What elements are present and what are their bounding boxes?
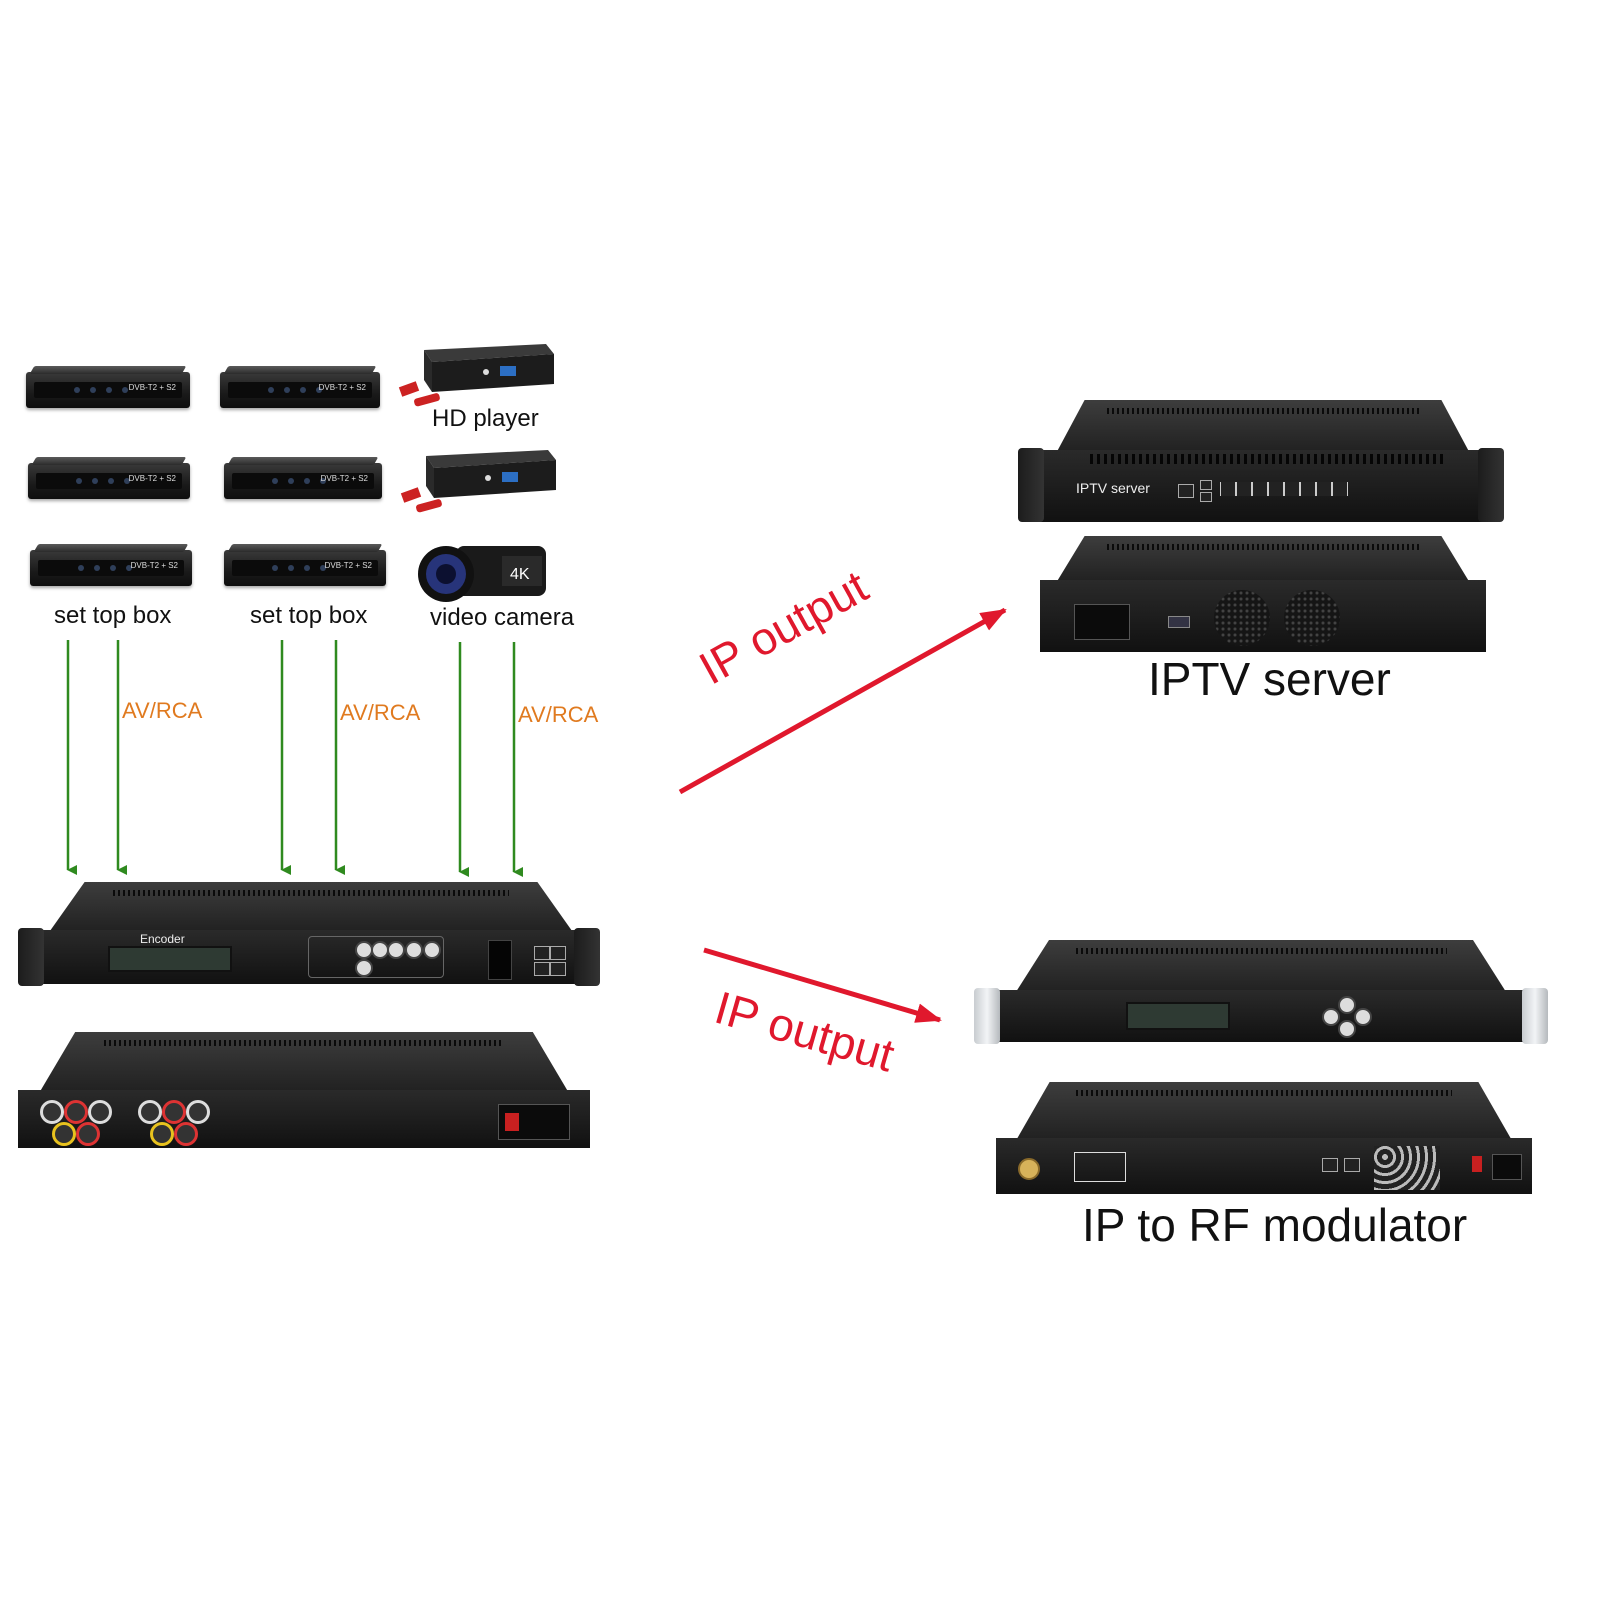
modulator-lcd bbox=[1126, 1002, 1230, 1030]
rca-connector bbox=[52, 1122, 76, 1146]
ethernet-port bbox=[534, 962, 550, 976]
set-top-box: DVB-T2 + S2 bbox=[224, 544, 386, 586]
nav-button[interactable] bbox=[1338, 1020, 1356, 1038]
encoder-usb-port bbox=[488, 940, 512, 980]
rack-ear-right bbox=[1478, 448, 1504, 522]
stb-brand-label: DVB-T2 + S2 bbox=[130, 561, 178, 570]
rca-connector bbox=[76, 1122, 100, 1146]
nav-button[interactable] bbox=[1354, 1008, 1372, 1026]
av-label-1: AV/RCA bbox=[122, 698, 203, 723]
nav-button[interactable] bbox=[1338, 996, 1356, 1014]
modulator-nav-pad bbox=[1316, 996, 1376, 1038]
rack-ear-left bbox=[1018, 448, 1044, 522]
av-label-2: AV/RCA bbox=[340, 700, 421, 725]
rca-connector bbox=[162, 1100, 186, 1124]
ethernet-port bbox=[1322, 1158, 1338, 1172]
rack-ear-left bbox=[974, 988, 1000, 1044]
cooling-fan-icon bbox=[1284, 590, 1340, 646]
ip-arrow-to-iptv bbox=[678, 607, 1007, 795]
nav-button[interactable] bbox=[1322, 1008, 1340, 1026]
rack-ear-right bbox=[574, 928, 600, 986]
rf-out-connector bbox=[1018, 1158, 1040, 1180]
set-top-box: DVB-T2 + S2 bbox=[28, 457, 190, 499]
encoder-power-socket bbox=[498, 1104, 570, 1140]
label-set-top-box-2: set top box bbox=[250, 602, 368, 629]
modulator-power-switch[interactable] bbox=[1472, 1156, 1482, 1172]
set-top-box: DVB-T2 + S2 bbox=[30, 544, 192, 586]
encoder-button[interactable] bbox=[405, 941, 423, 959]
stb-brand-label: DVB-T2 + S2 bbox=[128, 383, 176, 392]
encoder-rear bbox=[18, 1032, 590, 1148]
iptv-server-rear bbox=[1040, 536, 1486, 652]
modulator-rear bbox=[996, 1082, 1532, 1194]
encoder-front: Encoder bbox=[28, 882, 594, 984]
rca-connector bbox=[88, 1100, 112, 1124]
iptv-power-socket bbox=[1074, 604, 1130, 640]
rca-connector bbox=[138, 1100, 162, 1124]
stb-brand-label: DVB-T2 + S2 bbox=[318, 383, 366, 392]
rca-connector bbox=[64, 1100, 88, 1124]
encoder-button-panel bbox=[308, 936, 444, 978]
stb-brand-label: DVB-T2 + S2 bbox=[320, 474, 368, 483]
rca-connector bbox=[174, 1122, 198, 1146]
camera-badge: 4K bbox=[510, 566, 530, 583]
usb-port bbox=[1200, 492, 1212, 502]
rack-ear-left bbox=[18, 928, 44, 986]
av-label-3: AV/RCA bbox=[518, 702, 599, 727]
caution-sticker bbox=[1074, 1152, 1126, 1182]
label-hd-player: HD player bbox=[432, 405, 539, 432]
iptv-server-title: IPTV server bbox=[1148, 653, 1391, 705]
cooling-fan-icon bbox=[1214, 590, 1270, 646]
encoder-panel-label: Encoder bbox=[140, 932, 185, 946]
modulator-power-socket bbox=[1492, 1154, 1522, 1180]
encoder-button[interactable] bbox=[355, 959, 373, 977]
label-video-camera: video camera bbox=[430, 604, 575, 631]
ethernet-port bbox=[534, 946, 550, 960]
encoder-lcd bbox=[108, 946, 232, 972]
modulator-title: IP to RF modulator bbox=[1082, 1199, 1468, 1251]
rack-ear-right bbox=[1522, 988, 1548, 1044]
set-top-box: DVB-T2 + S2 bbox=[220, 366, 380, 408]
ethernet-port bbox=[1178, 484, 1194, 498]
modulator-front bbox=[996, 940, 1526, 1042]
label-set-top-box-1: set top box bbox=[54, 602, 172, 629]
iptv-server-front: IPTV server bbox=[1040, 400, 1486, 522]
vga-port bbox=[1168, 616, 1190, 628]
rca-connector bbox=[150, 1122, 174, 1146]
ethernet-port bbox=[1344, 1158, 1360, 1172]
hd-player-icon bbox=[398, 344, 554, 407]
usb-port bbox=[1200, 480, 1212, 490]
ethernet-port bbox=[550, 946, 566, 960]
encoder-button[interactable] bbox=[387, 941, 405, 959]
stb-brand-label: DVB-T2 + S2 bbox=[324, 561, 372, 570]
set-top-box: DVB-T2 + S2 bbox=[224, 457, 382, 499]
set-top-box: DVB-T2 + S2 bbox=[26, 366, 190, 408]
rca-connector bbox=[40, 1100, 64, 1124]
rca-connector bbox=[186, 1100, 210, 1124]
encoder-button[interactable] bbox=[423, 941, 441, 959]
ethernet-port bbox=[550, 962, 566, 976]
iptv-port-row bbox=[1220, 482, 1348, 496]
iptv-server-vents bbox=[1090, 454, 1446, 464]
stb-brand-label: DVB-T2 + S2 bbox=[128, 474, 176, 483]
hd-player-icon bbox=[400, 450, 556, 513]
ip-arrow-to-modulator bbox=[703, 947, 942, 1023]
bnc-connectors bbox=[1374, 1146, 1440, 1190]
power-switch[interactable] bbox=[505, 1113, 519, 1131]
video-camera-icon: 4K bbox=[418, 546, 546, 602]
iptv-server-panel-label: IPTV server bbox=[1076, 480, 1150, 496]
